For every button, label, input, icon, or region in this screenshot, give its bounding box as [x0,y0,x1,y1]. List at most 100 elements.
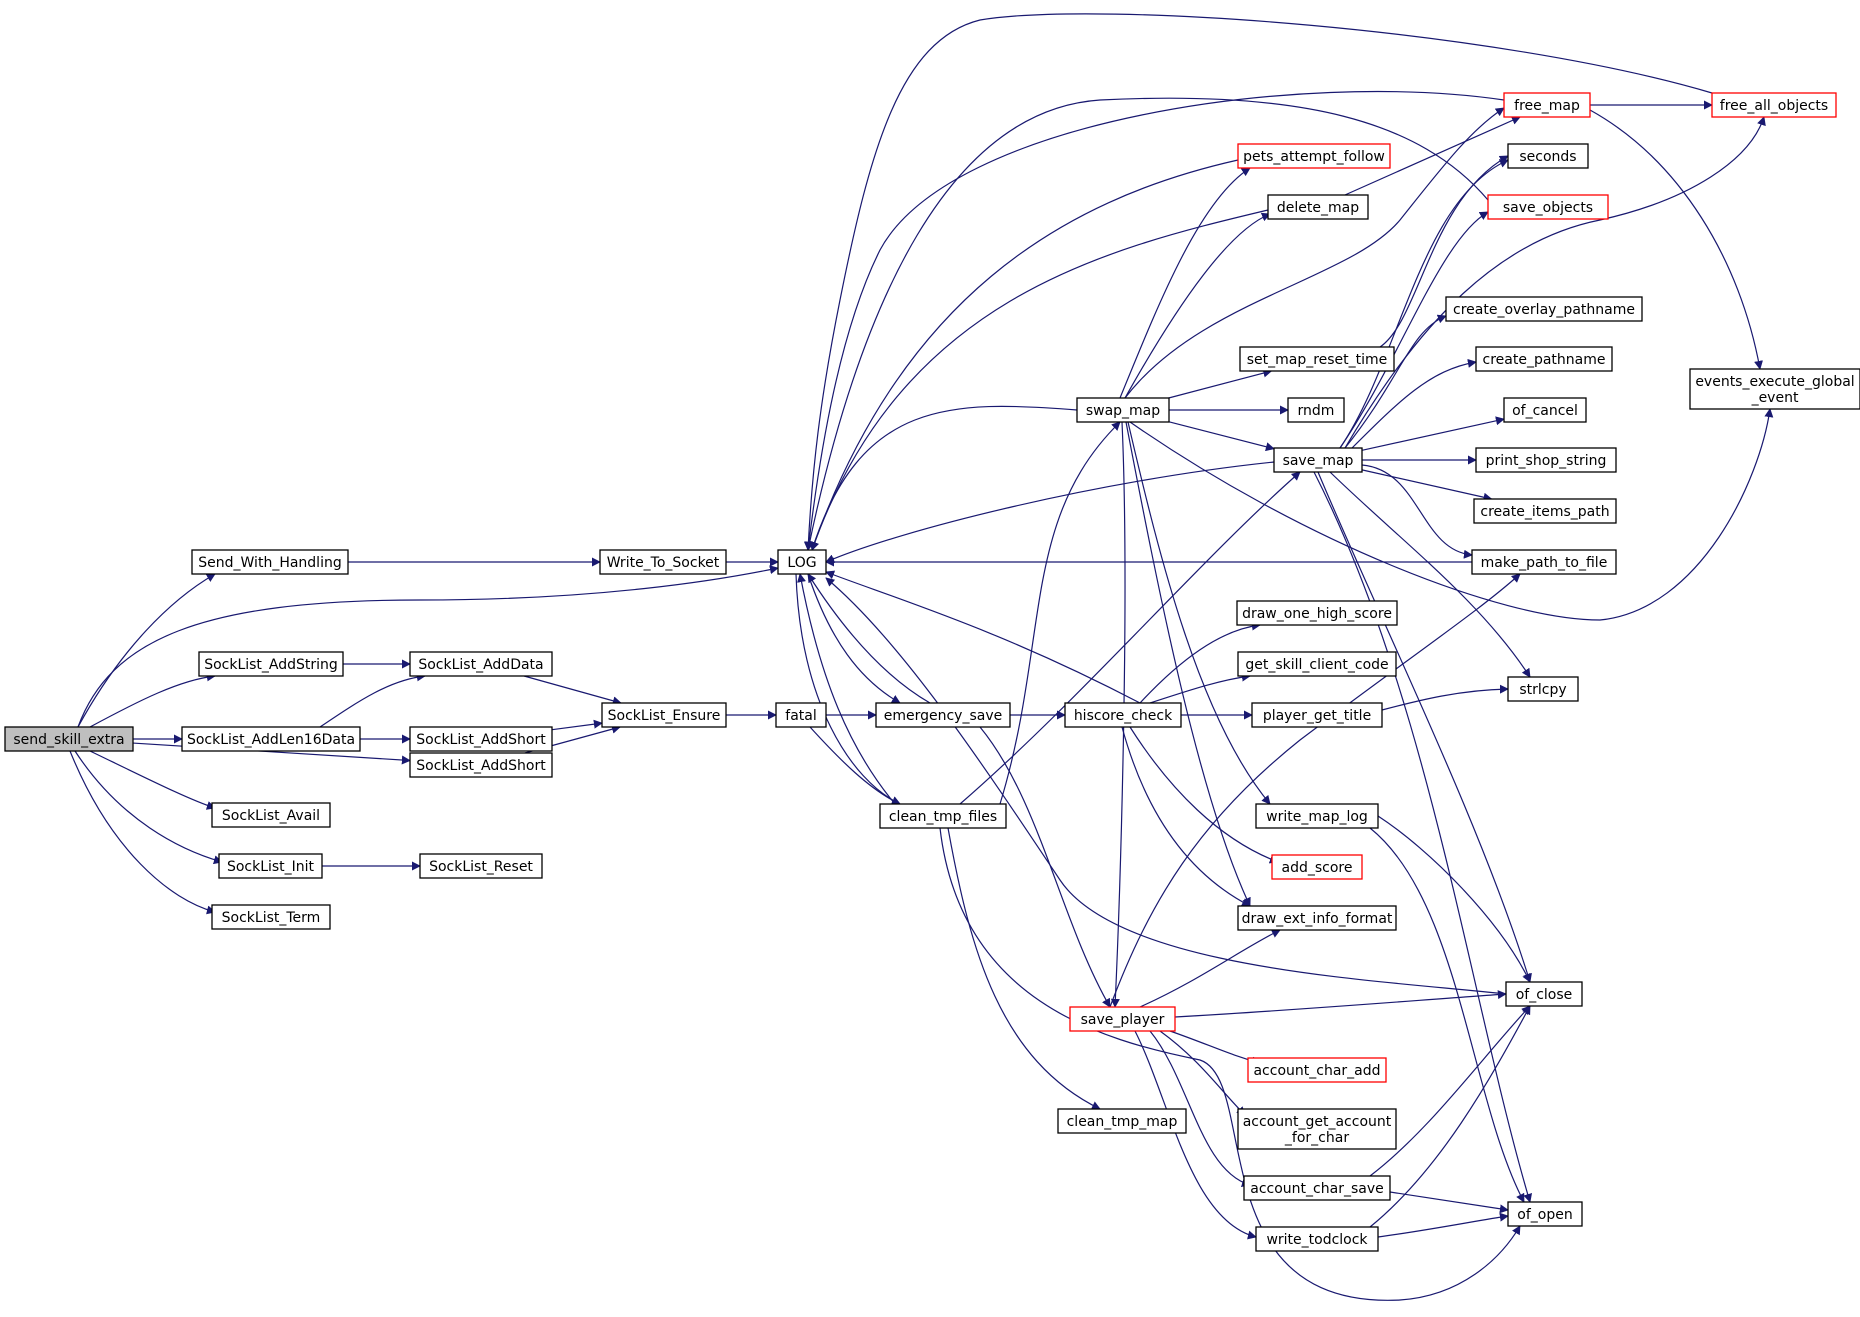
edge-save_map-to-strlcpy [1329,471,1531,678]
node-label: clean_tmp_files [889,809,997,825]
node-account_char_add[interactable]: account_char_add [1247,1057,1387,1083]
node-SockList_Term[interactable]: SockList_Term [211,904,331,930]
node-SockList_AddShort_b[interactable]: SockList_AddShort [409,752,553,778]
node-box [1239,346,1395,372]
node-get_skill_client_code[interactable]: get_skill_client_code [1237,651,1397,677]
node-box [191,549,349,575]
node-emergency_save[interactable]: emergency_save [875,702,1011,728]
node-of_close[interactable]: of_close [1505,981,1583,1007]
node-box [1251,702,1383,728]
node-label: draw_ext_info_format [1242,911,1393,927]
node-box [409,752,553,778]
node-pets_attempt_follow[interactable]: pets_attempt_follow [1237,143,1391,169]
node-swap_map[interactable]: swap_map [1076,397,1170,423]
node-label: account_char_save [1250,1181,1383,1197]
node-rndm[interactable]: rndm [1287,397,1345,423]
node-SockList_AddShort_a[interactable]: SockList_AddShort [409,726,553,752]
node-draw_ext_info_format[interactable]: draw_ext_info_format [1237,905,1397,931]
edge-send_skill_extra-to-SockList_AddShort_b [132,742,411,765]
node-draw_one_high_score[interactable]: draw_one_high_score [1236,600,1398,626]
edge-write_todclock-to-of_open [1377,1212,1509,1238]
edge-swap_map-to-draw_ext_info_format [1125,421,1251,907]
node-SockList_AddData[interactable]: SockList_AddData [409,651,553,677]
edge-swap_map-to-write_map_log [1127,421,1271,805]
edge-delete_map-to-LOG [810,209,1269,551]
node-SockList_Reset[interactable]: SockList_Reset [419,853,543,879]
node-fatal[interactable]: fatal [775,702,827,728]
node-Send_With_Handling[interactable]: Send_With_Handling [191,549,349,575]
node-account_get_account_for_char[interactable]: account_get_account_for_char [1237,1108,1397,1150]
node-label: hiscore_check [1074,708,1173,724]
node-hiscore_check[interactable]: hiscore_check [1064,702,1182,728]
node-SockList_Avail[interactable]: SockList_Avail [211,802,331,828]
node-SockList_Init[interactable]: SockList_Init [218,853,323,879]
edge-swap_map-to-delete_map [1124,212,1271,399]
node-label: add_score [1282,860,1353,876]
edge-free_all_objects-to-LOG [803,13,1713,551]
edge-hiscore_check-to-LOG [825,570,1141,704]
node-save_map[interactable]: save_map [1273,447,1363,473]
node-SockList_AddString[interactable]: SockList_AddString [198,651,344,677]
node-box [1287,397,1345,423]
edge-SockList_AddData-to-SockList_Ensure [523,675,622,706]
node-SockList_AddLen16Data[interactable]: SockList_AddLen16Data [181,726,361,752]
node-account_char_save[interactable]: account_char_save [1243,1175,1391,1201]
node-box [1237,651,1397,677]
edge-save_map-to-create_items_path [1361,469,1493,502]
node-create_pathname[interactable]: create_pathname [1475,346,1613,372]
node-label: rndm [1298,403,1335,419]
node-box [1247,1057,1387,1083]
edge-save_player-to-account_char_add [1169,1030,1261,1066]
node-box [879,803,1007,829]
node-events_execute_global_event[interactable]: events_execute_global_event [1689,368,1860,410]
node-box [218,853,323,879]
edge-clean_tmp_files-to-swap_map [999,421,1121,805]
node-box [181,726,361,752]
node-SockList_Ensure[interactable]: SockList_Ensure [601,702,727,728]
node-label: clean_tmp_map [1067,1114,1178,1130]
node-box [1473,498,1617,524]
node-label: fatal [785,708,816,724]
edge-hiscore_check-to-add_score [1129,726,1279,864]
node-save_objects[interactable]: save_objects [1487,194,1609,220]
node-write_todclock[interactable]: write_todclock [1255,1226,1379,1252]
node-free_map[interactable]: free_map [1503,92,1591,118]
node-box [1267,194,1369,220]
node-clean_tmp_files[interactable]: clean_tmp_files [879,803,1007,829]
node-create_items_path[interactable]: create_items_path [1473,498,1617,524]
node-label: seconds [1519,149,1576,165]
edge-swap_map-to-pets_attempt_follow [1119,167,1251,399]
node-save_player[interactable]: save_player [1069,1006,1176,1032]
node-label: save_player [1081,1012,1165,1028]
node-label: SockList_Ensure [608,708,721,724]
node-make_path_to_file[interactable]: make_path_to_file [1471,549,1617,575]
node-player_get_title[interactable]: player_get_title [1251,702,1383,728]
edge-LOG-to-clean_tmp_files [795,573,901,805]
node-clean_tmp_map[interactable]: clean_tmp_map [1057,1108,1187,1134]
node-free_all_objects[interactable]: free_all_objects [1711,92,1837,118]
node-Write_To_Socket[interactable]: Write_To_Socket [599,549,727,575]
node-of_open[interactable]: of_open [1507,1201,1583,1227]
node-of_cancel[interactable]: of_cancel [1503,397,1587,423]
node-print_shop_string[interactable]: print_shop_string [1475,447,1617,473]
node-write_map_log[interactable]: write_map_log [1255,803,1379,829]
node-strlcpy[interactable]: strlcpy [1507,676,1579,702]
node-box [1507,1201,1583,1227]
node-set_map_reset_time[interactable]: set_map_reset_time [1239,346,1395,372]
node-send_skill_extra[interactable]: send_skill_extra [4,726,134,752]
node-LOG[interactable]: LOG [777,549,827,575]
node-add_score[interactable]: add_score [1271,854,1363,880]
node-seconds[interactable]: seconds [1507,143,1589,169]
node-create_overlay_pathname[interactable]: create_overlay_pathname [1445,296,1643,322]
node-delete_map[interactable]: delete_map [1267,194,1369,220]
node-box [1064,702,1182,728]
node-label: write_map_log [1266,809,1368,825]
node-box [1507,676,1579,702]
node-label: create_pathname [1483,352,1606,368]
edge-pets_attempt_follow-to-LOG [810,159,1239,551]
edge-SockList_AddLen16Data-to-SockList_AddData [319,672,426,728]
node-label: strlcpy [1519,682,1566,698]
node-box [875,702,1011,728]
node-box [1255,1226,1379,1252]
